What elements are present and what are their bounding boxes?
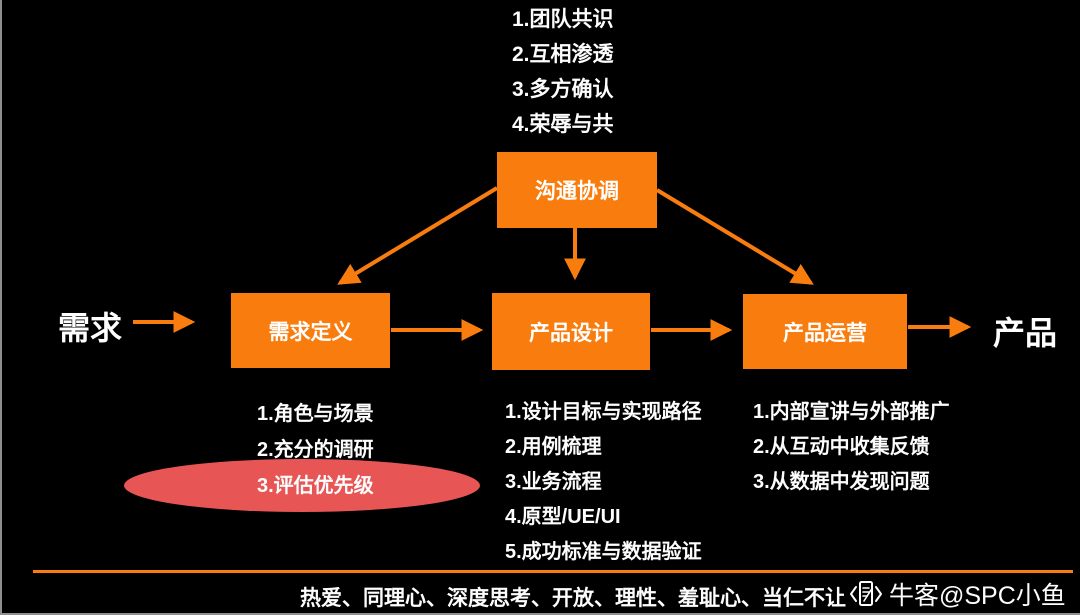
footer-separator-line [33, 570, 1073, 573]
coordination-note: 4.荣辱与共 [512, 113, 614, 136]
stage-note: 1.内部宣讲与外部推广 [753, 401, 950, 423]
stage-note: 3.业务流程 [505, 471, 602, 493]
flow-input-label: 需求 [58, 310, 123, 346]
stage-box-product-design: 产品设计 [492, 293, 650, 370]
watermark-text: 牛客@SPC小鱼 [889, 582, 1066, 610]
values-motto: 热爱、同理心、深度思考、开放、理性、羞耻心、当仁不让 [300, 587, 846, 610]
stage-note: 5.成功标准与数据验证 [505, 541, 702, 563]
product-operation-notes-list: 1.内部宣讲与外部推广 2.从互动中收集反馈 3.从数据中发现问题 [753, 395, 950, 500]
stage-box-label: 产品运营 [783, 321, 867, 345]
stage-note: 4.原型/UE/UI [505, 506, 621, 528]
coordination-note: 2.互相渗透 [512, 43, 614, 66]
stage-box-requirement-definition: 需求定义 [231, 293, 390, 368]
stage-note: 2.从互动中收集反馈 [753, 436, 930, 458]
frame-edge-bottom [0, 613, 1080, 615]
stage-note: 1.角色与场景 [257, 403, 374, 425]
stage-note: 2.用例梳理 [505, 436, 602, 458]
requirement-definition-notes-list: 1.角色与场景 2.充分的调研 3.评估优先级 [257, 396, 374, 504]
stage-note: 3.从数据中发现问题 [753, 471, 930, 493]
coordination-note: 1.团队共识 [512, 8, 614, 31]
coordination-box: 沟通协调 [497, 152, 657, 228]
coordination-note: 3.多方确认 [512, 78, 614, 101]
stage-box-label: 产品设计 [529, 321, 613, 345]
stage-box-product-operation: 产品运营 [743, 294, 907, 369]
arrow-coordination-to-requirement-definition [337, 186, 499, 285]
stage-note: 2.充分的调研 [257, 439, 374, 461]
coordination-notes-list: 1.团队共识 2.互相渗透 3.多方确认 4.荣辱与共 [512, 2, 614, 142]
flow-output-label: 产品 [993, 315, 1058, 351]
priority-highlight-ellipse [124, 459, 480, 512]
nowcoder-logo-icon [850, 581, 882, 606]
frame-edge-left [0, 0, 2, 615]
stage-note: 1.设计目标与实现路径 [505, 401, 702, 423]
product-design-notes-list: 1.设计目标与实现路径 2.用例梳理 3.业务流程 4.原型/UE/UI 5.成… [505, 395, 702, 570]
stage-box-label: 需求定义 [268, 320, 353, 344]
watermark: 牛客@SPC小鱼 [848, 576, 1066, 612]
arrow-coordination-to-product-operation [655, 188, 814, 285]
coordination-box-label: 沟通协调 [535, 180, 619, 203]
stage-note-highlighted: 3.评估优先级 [257, 475, 374, 497]
